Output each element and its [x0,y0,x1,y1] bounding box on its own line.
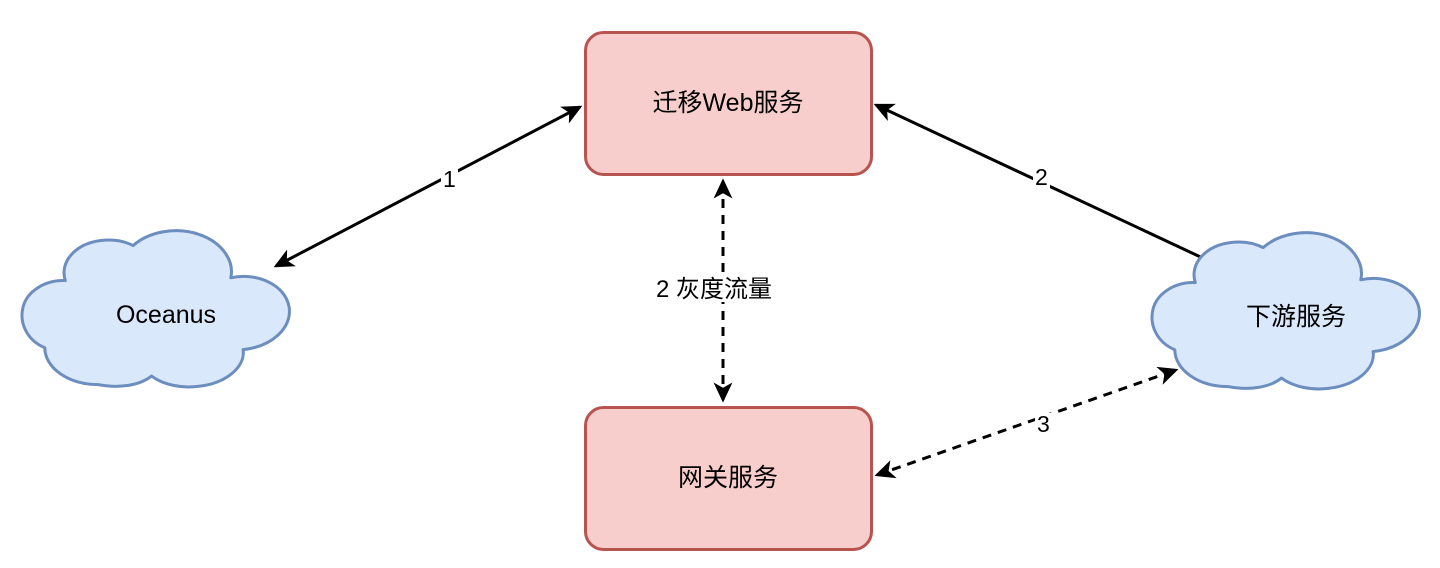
node-migration-web-service-shape[interactable] [584,31,873,176]
edge-3-connector[interactable] [874,366,1179,479]
edge-1-label: 1 [441,166,458,192]
edge-gray-traffic-label: 2 灰度流量 [654,276,775,303]
node-gateway-service-shape[interactable] [584,406,873,551]
node-downstream-service-shape[interactable] [1150,231,1421,391]
node-oceanus-shape[interactable] [20,229,291,389]
edge-1-connector[interactable] [273,105,583,268]
edge-3-label: 3 [1035,411,1052,437]
edge-2-connector[interactable] [873,103,1227,270]
edge-2-label: 2 [1033,164,1050,190]
